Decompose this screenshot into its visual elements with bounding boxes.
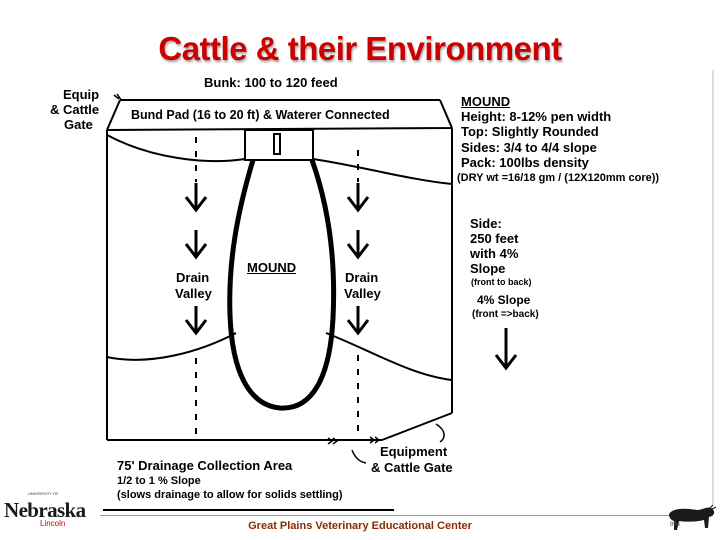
equip-top-label-line1: Equip (63, 87, 100, 102)
bund-pad-label: Bund Pad (16 to 20 ft) & Waterer Connect… (131, 108, 390, 122)
arrow-down-icon (346, 306, 370, 336)
mound-outline (227, 159, 337, 411)
mound-spec-top: Top: Slightly Rounded (461, 124, 599, 139)
side-info-note1: (front to back) (471, 277, 532, 287)
drainage-area-label: 75' Drainage Collection Area (117, 458, 293, 473)
side-info-line2: 250 feet (470, 231, 519, 246)
equip-pointer-icon (351, 449, 367, 464)
equip-pointer-icon (113, 93, 123, 102)
logo-tiny-text: UNIVERSITY OF (28, 491, 59, 496)
cow-icon (669, 504, 717, 530)
upper-wave-left (106, 134, 246, 163)
arrow-down-icon (346, 183, 370, 213)
waterer-box (244, 129, 314, 161)
arrow-down-icon (184, 306, 208, 336)
logo-name: Nebraska (4, 498, 86, 522)
lower-wave (106, 332, 453, 381)
mound-spec-height: Height: 8-12% pen width (461, 109, 612, 124)
drain-right-label-line2: Valley (344, 286, 381, 301)
equip-top-label-line2: & Cattle (50, 102, 100, 117)
arrow-down-icon (346, 230, 370, 260)
waterer-slot (273, 133, 281, 155)
mound-spec-sides: Sides: 3/4 to 4/4 slope (461, 140, 597, 155)
drain-right-label-line1: Drain (345, 270, 379, 285)
footer-divider (100, 515, 680, 516)
chevron-icon (327, 437, 339, 445)
equip-bottom-label-line1: Equipment (380, 444, 448, 459)
mound-spec-dry-wt: (DRY wt =16/18 gm / (12X120mm core)) (457, 172, 660, 184)
arrow-down-icon (494, 328, 518, 371)
equip-top-label-line3: Gate (64, 117, 93, 132)
mound-specs-heading: MOUND (461, 94, 511, 109)
arrow-down-icon (184, 183, 208, 213)
side-info-slope-label: 4% Slope (477, 293, 531, 307)
pen-gate-diagonal (381, 412, 453, 441)
equip-bottom-label-line2: & Cattle Gate (371, 460, 453, 475)
mound-center-label: MOUND (247, 260, 297, 275)
slope-note-label: (slows drainage to allow for solids sett… (117, 489, 343, 501)
page-number: 894 (670, 522, 681, 528)
slope-range-label: 1/2 to 1 % Slope (117, 475, 201, 487)
mound-spec-pack: Pack: 100lbs density (461, 155, 589, 170)
slide-title: Cattle & their Environment (158, 30, 562, 67)
side-info-line3: with 4% (470, 246, 519, 261)
chevron-icon (369, 436, 381, 444)
logo-sub: Lincoln (40, 519, 66, 528)
footer-center-text: Great Plains Veterinary Educational Cent… (248, 520, 472, 532)
equip-pointer-icon (435, 423, 445, 443)
drain-left-label-line1: Drain (176, 270, 210, 285)
side-info-note2: (front =>back) (472, 309, 539, 320)
drain-left-label-line2: Valley (175, 286, 212, 301)
upper-wave-right (312, 158, 453, 185)
arrow-down-icon (184, 230, 208, 260)
bunk-label: Bunk: 100 to 120 feed (204, 75, 338, 90)
side-info-line1: Side: (470, 216, 502, 231)
university-logo: UNIVERSITY OF Nebraska Lincoln (4, 492, 86, 529)
side-info-line4: Slope (470, 261, 506, 276)
